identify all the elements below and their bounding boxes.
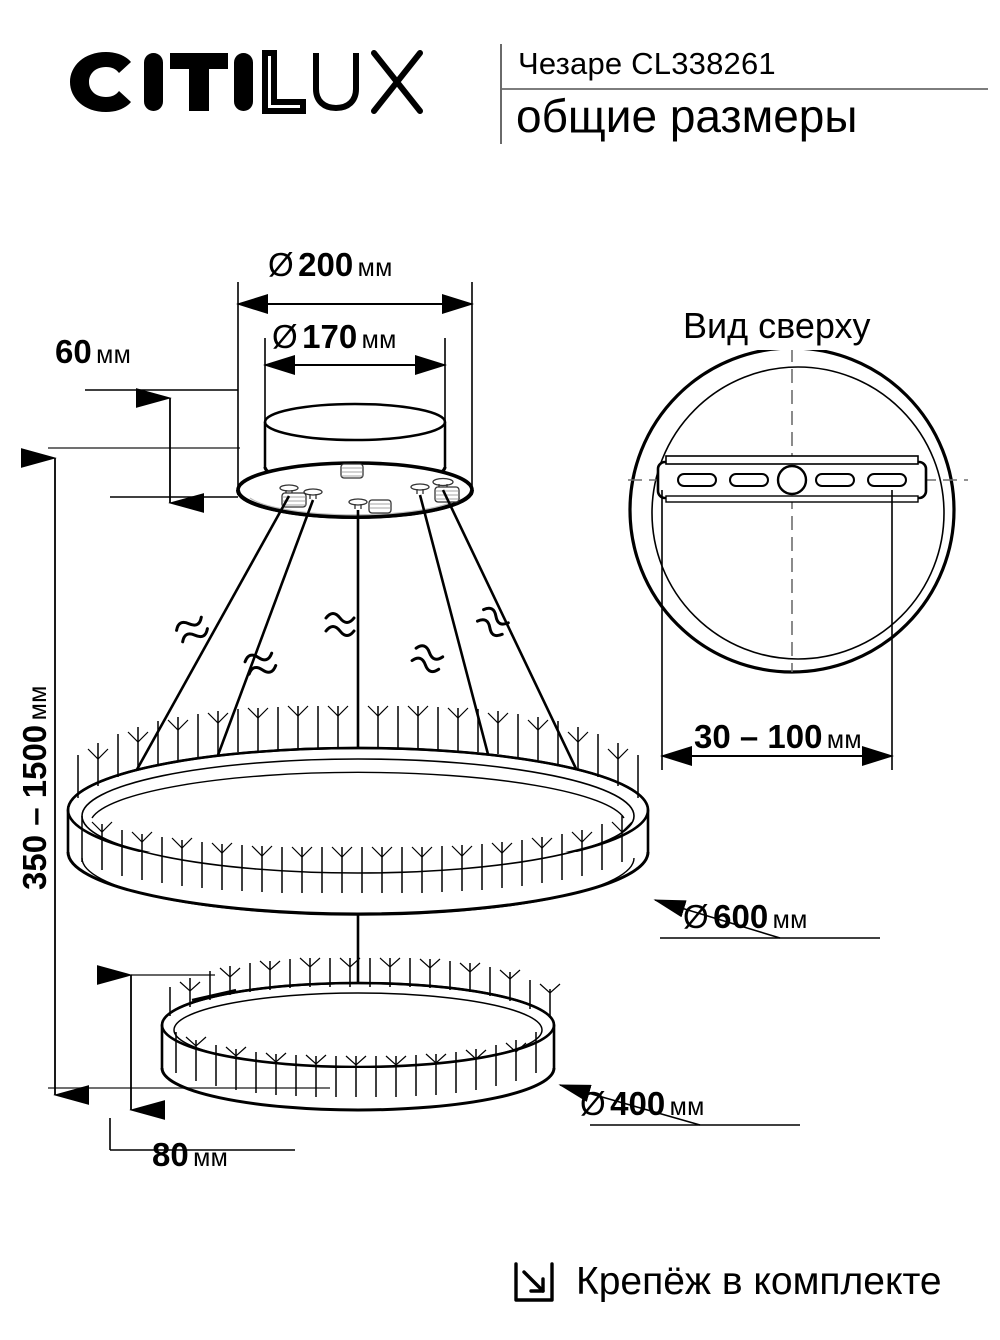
dim-canopy-outer xyxy=(236,282,474,495)
dim-label-ring-height: 80 мм xyxy=(152,1136,229,1173)
front-view-drawing xyxy=(20,282,880,1151)
dim-label-canopy-height: 60 мм xyxy=(55,333,132,370)
leader-ring-large xyxy=(653,899,880,939)
dim-label-canopy-inner: Ø 170 мм xyxy=(272,318,397,355)
bracket-slot xyxy=(729,473,769,487)
dim-canopy-height xyxy=(85,388,238,513)
bracket-slot xyxy=(677,473,717,487)
bracket-slot xyxy=(867,473,907,487)
page-header: Чезаре CL338261 общие размеры xyxy=(0,0,1000,160)
crystal-ring-large xyxy=(66,705,650,916)
dim-label-ring-small: Ø 400 мм xyxy=(580,1085,705,1122)
footer-label: Крепёж в комплекте xyxy=(576,1260,942,1303)
inner-ring-cables xyxy=(191,988,237,1002)
mounting-bracket xyxy=(656,455,928,503)
arrow-into-box-icon xyxy=(510,1258,558,1306)
footer-note: Крепёж в комплекте xyxy=(510,1252,942,1312)
bracket-center-hole xyxy=(776,464,808,496)
header-divider xyxy=(500,44,502,144)
bracket-slot xyxy=(815,473,855,487)
page-title: общие размеры xyxy=(516,90,858,142)
top-view-title: Вид сверху xyxy=(683,305,871,346)
cable-break-symbols xyxy=(175,606,510,676)
product-model: Чезаре CL338261 xyxy=(518,46,776,81)
dim-label-bracket-span: 30 – 100 мм xyxy=(694,718,862,755)
crystal-ring-small xyxy=(160,957,561,1112)
dim-canopy-inner xyxy=(263,338,447,440)
top-view-drawing xyxy=(628,350,968,770)
leader-ring-small xyxy=(558,1084,800,1126)
dim-suspension xyxy=(20,447,330,1105)
dim-label-canopy-outer: Ø 200 мм xyxy=(268,246,393,283)
dim-label-suspension: 350 – 1500 мм xyxy=(16,685,53,890)
top-view-inner-circle xyxy=(651,366,945,660)
citilux-logo xyxy=(62,46,472,118)
dim-bracket-span xyxy=(660,490,894,770)
dim-ring-height xyxy=(96,965,295,1151)
dim-label-ring-large: Ø 600 мм xyxy=(683,898,808,935)
header-rule xyxy=(502,88,988,90)
